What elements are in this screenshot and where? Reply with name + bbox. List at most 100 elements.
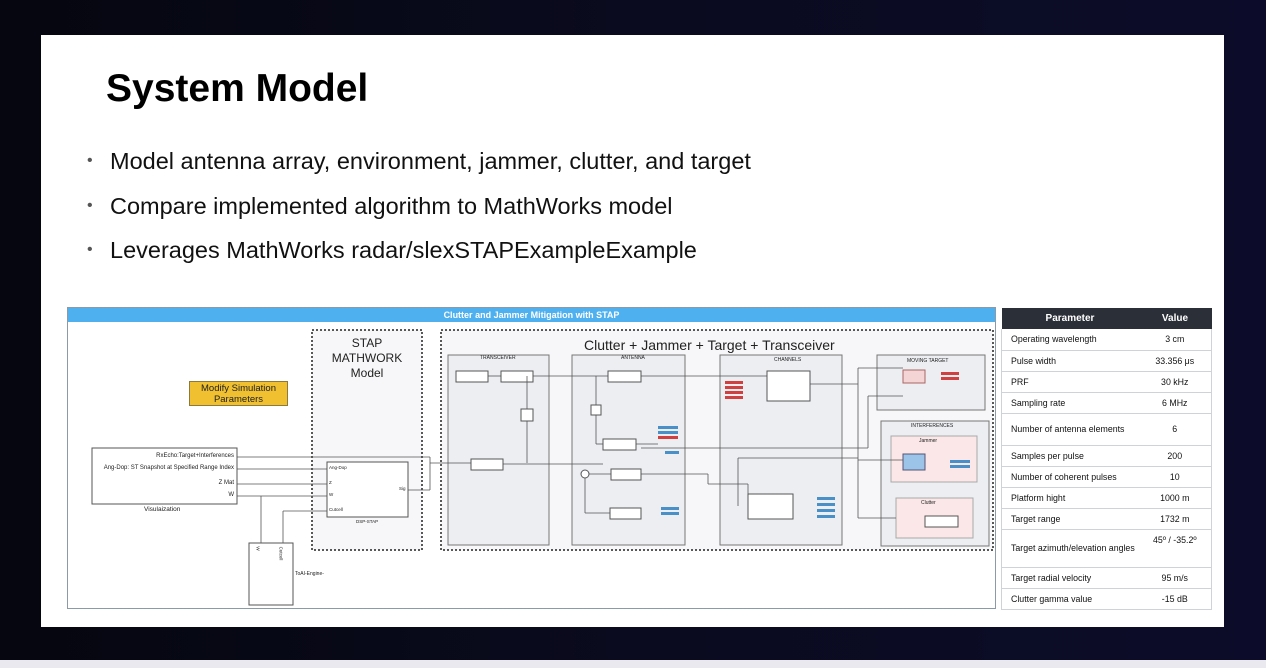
bullet-list: • Model antenna array, environment, jamme…: [85, 147, 751, 281]
moving-target-label: MOVING TARGET: [907, 358, 949, 364]
bottom-strip: [0, 660, 1266, 668]
target-block: [902, 369, 926, 384]
parameter-cell: PRF: [1001, 371, 1139, 393]
jammer-block: [902, 453, 926, 471]
transceiver-block: [455, 370, 489, 383]
dsp-input-port: Z: [329, 480, 332, 485]
diagram-canvas: [91, 329, 994, 606]
value-cell: -15 dB: [1138, 588, 1212, 610]
visualization-block: [91, 447, 238, 505]
slide-title: System Model: [106, 67, 369, 110]
parameter-cell: Number of antenna elements: [1001, 413, 1139, 446]
parameter-cell: Number of coherent pulses: [1001, 466, 1139, 488]
value-cell: 200: [1138, 445, 1212, 467]
parameter-cell: Platform hight: [1001, 487, 1139, 509]
jammer-label: Jammer: [919, 438, 938, 444]
antenna-label: ANTENNA: [621, 355, 645, 361]
environment-title: Clutter + Jammer + Target + Transceiver: [584, 337, 835, 353]
table-row: Clutter gamma value-15 dB: [1001, 588, 1212, 610]
bullet-text: Leverages MathWorks radar/slexSTAPExampl…: [110, 237, 697, 263]
moving-target-section: [876, 354, 986, 411]
interferences-label: INTERFERENCES: [911, 423, 954, 429]
modify-parameters-button[interactable]: Modify Simulation Parameters: [189, 381, 288, 406]
bullet-dot-icon: •: [87, 152, 93, 169]
bullet-item: • Leverages MathWorks radar/slexSTAPExamp…: [85, 236, 751, 281]
value-cell: 33.356 μs: [1138, 350, 1212, 372]
clutter-label: Clutter: [921, 500, 936, 506]
transceiver-block: [470, 458, 504, 471]
parameter-cell: Target azimuth/elevation angles: [1001, 529, 1139, 568]
dsp-stap-block: [326, 461, 409, 518]
bullet-dot-icon: •: [87, 196, 93, 214]
stap-box-title: STAP MATHWORK Model: [331, 336, 403, 380]
value-cell: 30 kHz: [1138, 371, 1212, 393]
transceiver-label: TRANSCEIVER: [480, 355, 516, 361]
channels-label: CHANNELS: [774, 357, 802, 363]
dsp-stap-label: DSP-STAP: [356, 519, 379, 524]
bullet-item: • Compare implemented algorithm to MathWo…: [85, 192, 751, 237]
sum-block: [580, 469, 590, 479]
value-cell: 1000 m: [1138, 487, 1212, 509]
transceiver-section: [447, 354, 550, 546]
value-cell: 45º / -35.2º: [1138, 529, 1212, 568]
antenna-block: [609, 507, 642, 520]
diagram-banner: Clutter and Jammer Mitigation with STAP: [68, 308, 995, 322]
visualization-port: RxEcho:Target+Interferences: [156, 453, 234, 459]
parameter-header: Parameter: [1001, 308, 1139, 329]
parameter-cell: Samples per pulse: [1001, 445, 1139, 467]
visualization-port: W: [228, 492, 234, 498]
transceiver-block: [520, 408, 534, 422]
value-cell: 10: [1138, 466, 1212, 488]
toai-port: W: [255, 546, 261, 551]
value-cell: 1732 m: [1138, 508, 1212, 530]
table-header-row: Parameter Value: [1001, 308, 1212, 329]
value-cell: 95 m/s: [1138, 567, 1212, 589]
parameter-cell: Operating wavelength: [1001, 329, 1139, 351]
slide: System Model • Model antenna array, envir…: [41, 35, 1224, 627]
simulink-diagram: Clutter and Jammer Mitigation with STAP …: [67, 307, 996, 609]
parameter-cell: Target range: [1001, 508, 1139, 530]
toai-port: Cutcell: [278, 546, 284, 561]
visualization-label: Visulaization: [144, 506, 181, 513]
value-cell: 6 MHz: [1138, 392, 1212, 414]
parameter-cell: Clutter gamma value: [1001, 588, 1139, 610]
toai-engine-label: ToAI-Engine-: [295, 571, 324, 577]
value-cell: 3 cm: [1138, 329, 1212, 351]
parameter-cell: Target radial velocity: [1001, 567, 1139, 589]
visualization-port: Z Mat: [218, 480, 234, 486]
channel-block: [747, 493, 794, 520]
value-header: Value: [1138, 308, 1212, 329]
bullet-dot-icon: •: [87, 241, 93, 258]
transceiver-block: [500, 370, 534, 383]
clutter-block: [924, 515, 959, 528]
antenna-block: [602, 438, 637, 451]
parameter-cell: Pulse width: [1001, 350, 1139, 372]
dsp-input-port: W: [329, 492, 334, 497]
bullet-item: • Model antenna array, environment, jamme…: [85, 147, 751, 192]
visualization-port: Ang-Dop: ST Snapshot at Specified Range …: [103, 465, 234, 471]
parameter-cell: Sampling rate: [1001, 392, 1139, 414]
dsp-input-port: Cutcell: [329, 507, 343, 512]
bullet-text: Model antenna array, environment, jammer…: [110, 148, 751, 174]
dsp-input-port: Ang-Dop: [329, 465, 347, 470]
dsp-output-port: Sig: [399, 486, 406, 491]
toai-engine-block: [248, 542, 294, 606]
bullet-text: Compare implemented algorithm to MathWor…: [110, 192, 673, 219]
antenna-block: [607, 370, 642, 383]
value-cell: 6: [1138, 413, 1212, 446]
antenna-block: [610, 468, 642, 481]
channel-block: [766, 370, 811, 402]
antenna-block: [590, 404, 602, 416]
